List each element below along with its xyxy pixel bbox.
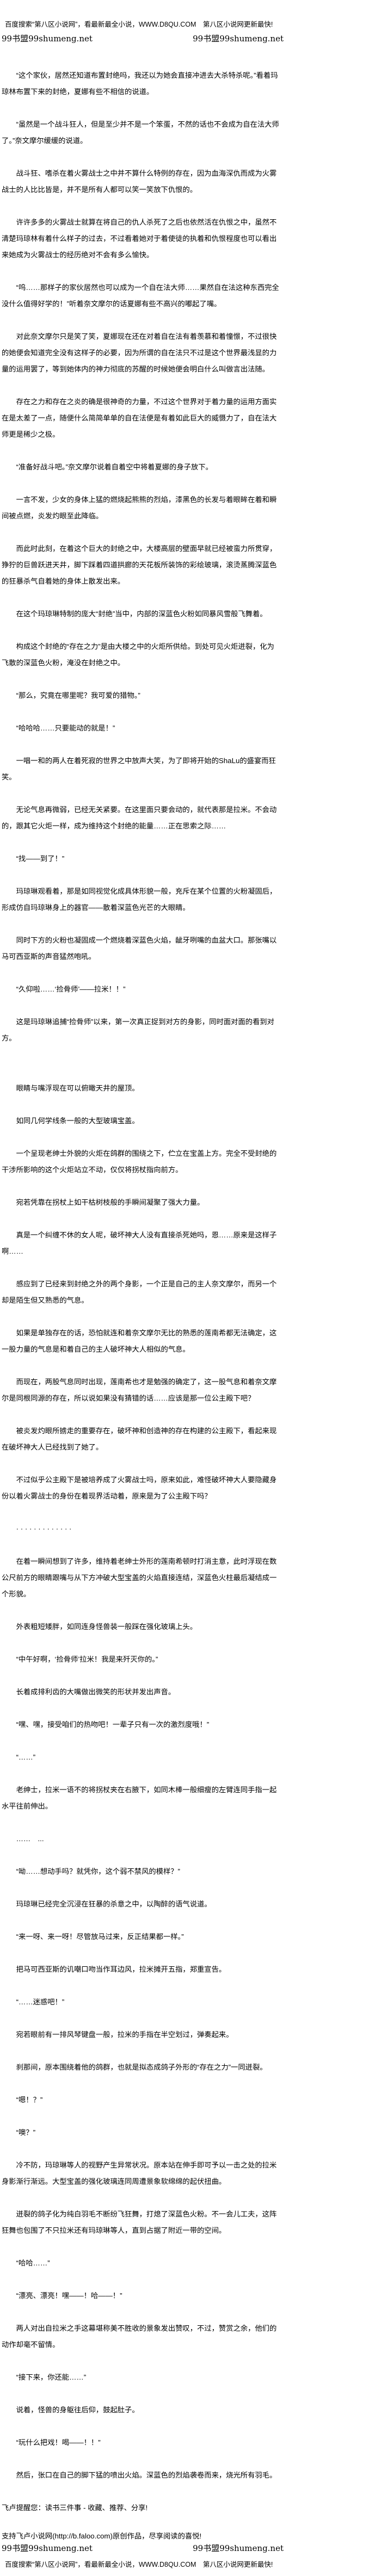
bottom-ad-banner[interactable]: 百度搜索“第八区小说网”，看最新最全小说，WWW.D8QU.COM 第八区小说网… (5, 2561, 273, 2568)
paragraph: 无论气息再微弱，已经无关紧要。在这里面只要会动的，就代表那是拉米。不会动的，跟其… (2, 806, 277, 830)
bottom-mirror-row: 99书盟99shumeng.net 99书盟99shumeng.net (2, 2542, 284, 2554)
paragraph: “找——到了！” (16, 854, 65, 863)
mirror-link-left[interactable]: 99书盟99shumeng.net (2, 2543, 93, 2553)
paragraph: “……” (16, 1753, 36, 1761)
paragraph: “哈哈哈……只要能动的就是！” (16, 724, 115, 732)
paragraph: 老绅士，拉米一语不的将拐杖夹在右腋下，如同木棒一般细瘦的左臂连同手指一起水平往前… (2, 1786, 277, 1810)
paragraph: 冷不防，玛琼琳等人的视野产生异常状况。原本站在伸手即可予以一击之处的拉米身影渐行… (2, 2161, 277, 2185)
paragraph: 而现在，两股气息同时出现，莲南希也才是勉强的确定了，这一股气息和着奈文摩尔是同根… (2, 1378, 277, 1402)
paragraph: “漂亮、漂亮！嘿——！哈——！” (16, 2292, 122, 2300)
top-ad-banner[interactable]: 百度搜索“第八区小说网”，看最新最全小说，WWW.D8QU.COM 第八区小说网… (5, 21, 273, 28)
paragraph: 迸裂的鸽子化为纯白羽毛不断纷飞狂舞，打熄了深蓝色火粉。不一会儿工夫，这阵狂舞也包… (2, 2210, 277, 2234)
paragraph: “准备好战斗吧。”奈文摩尔说着自着空中将着夏娜的身子放下。 (16, 463, 213, 471)
paragraph: 如同几何学线条一般的大型玻璃宝盖。 (16, 1117, 139, 1125)
paragraph: “呦……想动手吗？就凭你，这个弱不禁风的模样？” (16, 1867, 180, 1875)
paragraph: 长着成排利齿的大嘴做出微笑的形状并发出声音。 (16, 1688, 176, 1696)
paragraph: 真是一个纠缠不休的女人呢，破坏神大人没有直接杀死她吗，恩……原来是这样子啊…… (2, 1231, 277, 1255)
paragraph: 宛若眼前有一排风琴键盘一般，拉米的手指在半空划过，弹奏起来。 (16, 2030, 233, 2039)
paragraph: “来一呀、来一呀！尽管放马过来，反正结果都一样。” (16, 1933, 184, 1941)
paragraph: 玛琼琳已经完全沉浸在狂暴的杀意之中，以陶醉的语气说道。 (16, 1900, 212, 1908)
paragraph: “接下来，你还能……” (16, 2373, 87, 2381)
paragraph: 把马可西亚斯的讥嘲口吻当作耳边风，拉米摊开五指，郑重宣告。 (16, 1965, 226, 1973)
paragraph: 在着一瞬间想到了许多，维持着老绅士外形的莲南希顿时打消主意，此时浮现在数公尺前方… (2, 1557, 277, 1598)
page: 百度搜索“第八区小说网”，看最新最全小说，WWW.D8QU.COM 第八区小说网… (0, 20, 284, 2569)
paragraph: “呜……那样子的家伙居然也可以成为一个自在法大师……果然自在法这种东西完全没什么… (2, 283, 279, 308)
paragraph: “噢？” (16, 2128, 36, 2137)
paragraph: 同时下方的火粉也凝固成一个燃烧着深蓝色火焰，龇牙咧嘴的血盆大口。那张嘴以马可西亚… (2, 936, 277, 961)
paragraph: 一唱一和的两人在着死寂的世界之中放声大笑，为了即将开始的ShaLu的盛宴而狂笑。 (2, 757, 276, 781)
footer-tip: 飞卢提醒您：读书三件事 - 收藏、推荐、分享! (2, 2504, 148, 2512)
paragraph: “中午好啊，‘捡骨师’拉米！我是来歼灭你的。” (16, 1655, 158, 1663)
paragraph: “哈哈……” (16, 2259, 50, 2267)
paragraph: 然后，张口在自己的脚下猛的喷出火焰。深蓝色的烈焰袭卷而来，烧光所有羽毛。 (16, 2471, 277, 2479)
paragraph: 一言不发，少女的身体上猛的燃烧起熊熊的烈焰，漆黑色的长发与着眼眸在着和瞬间被点燃… (2, 496, 277, 520)
paragraph: “这个家伙，居然还知道布置封绝吗，我还以为她会直接冲进去大杀特杀呢。”看着玛琼林… (2, 71, 278, 96)
paragraph: “……迷惑吧！” (16, 1998, 65, 2006)
paragraph: 一个呈现老绅士外貌的火炬在鸽群的围绕之下，伫立在宝盖上方。完全不受封绝的干涉所影… (2, 1149, 277, 1174)
mirror-link-right[interactable]: 99书盟99shumeng.net (193, 34, 284, 44)
paragraph: · · · · · · · · · · · · · (16, 1525, 72, 1533)
paragraph: 眼睛与嘴浮现在可以俯瞰天井的屋顶。 (16, 1084, 139, 1092)
paragraph: “那么，究竟在哪里呢？我可爱的猎物。” (16, 691, 140, 699)
chapter-body: “这个家伙，居然还知道布置封绝吗，我还以为她会直接冲进去大杀特杀呢。”看着玛琼林… (2, 67, 280, 2484)
paragraph: 战斗狂、嗜杀在着火雾战士之中并不算什么特例的存在，因为血海深仇而成为火雾战士的人… (2, 169, 277, 194)
paragraph: 宛若凭靠在拐杖上如干枯树枝般的手瞬间凝聚了强大力量。 (16, 1198, 205, 1206)
paragraph: 感应到了已经来到封绝之外的两个身影，一个正是自己的主人奈文摩尔，而另一个却是陌生… (2, 1280, 277, 1304)
paragraph: 说着，怪兽的身躯往后仰，鼓起肚子。 (16, 2406, 139, 2414)
mirror-link-right[interactable]: 99书盟99shumeng.net (193, 2543, 284, 2553)
mirror-link-left[interactable]: 99书盟99shumeng.net (2, 34, 93, 44)
footer-support: 支持飞卢小说网(http://b.faloo.com)原创作品，尽享阅读的喜悦! (2, 2532, 202, 2540)
paragraph: 对此奈文摩尔只是笑了笑，夏娜现在还在对着自在法有着羡慕和着憧憬，不过很快的她便会… (2, 332, 277, 373)
paragraph: “虽然是一个战斗狂人，但是至少并不是一个笨蛋，不然的话也不会成为自在法大师了。”… (2, 120, 279, 145)
top-mirror-row: 99书盟99shumeng.net 99书盟99shumeng.net (2, 33, 284, 45)
paragraph: “久仰啦……‘捡骨师’——拉米！！” (16, 985, 126, 993)
paragraph: 被炎发灼眼所掳走的重要存在，破坏神和创造神的存在构建的公主殿下，看起来现在破坏神… (2, 1427, 277, 1451)
paragraph: 两人对出自拉米之手这幕堪称美不胜收的景象发出赞叹，不过，赞赏之余，他们的动作却毫… (2, 2324, 277, 2349)
paragraph: 不过似乎公主殿下是被培养成了火雾战士吗，原来如此，难怪破坏神大人要隐藏身份以着火… (2, 1476, 277, 1500)
paragraph: 构成这个封绝的“存在之力”是由大楼之中的火炬所供给。到处可见火炬迸裂，化为飞散的… (2, 642, 274, 667)
paragraph: 刹那间，原本围绕着他的鸽群，也就是拟态成鸽子外形的“存在之力”一同迸裂。 (16, 2063, 267, 2071)
paragraph: “嗯！？” (16, 2096, 43, 2104)
paragraph: …… ... (16, 1835, 44, 1843)
paragraph: 玛琼琳观看着，那是如同视觉化成具体形貌一般，充斥在某个位置的火粉凝固后，形成仿自… (2, 887, 277, 912)
paragraph: 而此时此刻，在着这个巨大的封绝之中，大楼高层的壁面早就已经被蛮力所贯穿，狰狞的巨… (2, 544, 277, 585)
paragraph: 在这个玛琼琳特制的庞大“封绝”当中，内部的深蓝色火粉如同暴风雪般飞舞着。 (16, 610, 267, 618)
paragraph: 存在之力和存在之炎的确是很神奇的力量，不过这个世界对于着力量的运用方面实在是太差… (2, 398, 277, 438)
paragraph: 这是玛琼琳追捕“捡骨师”以来，第一次真正捉到对方的身影，同时面对面的看到对方。 (2, 1018, 274, 1042)
paragraph: 许许多多的火雾战士就算在将自己的仇人杀死了之后也依然活在仇恨之中，虽然不清楚玛琼… (2, 218, 277, 259)
paragraph: “嘿、嘿，接受咱们的热吻吧！一辈子只有一次的激烈度哦！” (16, 1720, 210, 1729)
paragraph: 如果是单独存在的话，恐怕就连和着奈文摩尔无比的熟悉的莲南希都无法确定，这一股力量… (2, 1329, 277, 1353)
paragraph: “玩什么把戏！喝——！！” (16, 2438, 101, 2447)
paragraph: 外表粗短矮胖，如同连身怪兽装一般踩在强化玻璃上头。 (16, 1623, 198, 1631)
